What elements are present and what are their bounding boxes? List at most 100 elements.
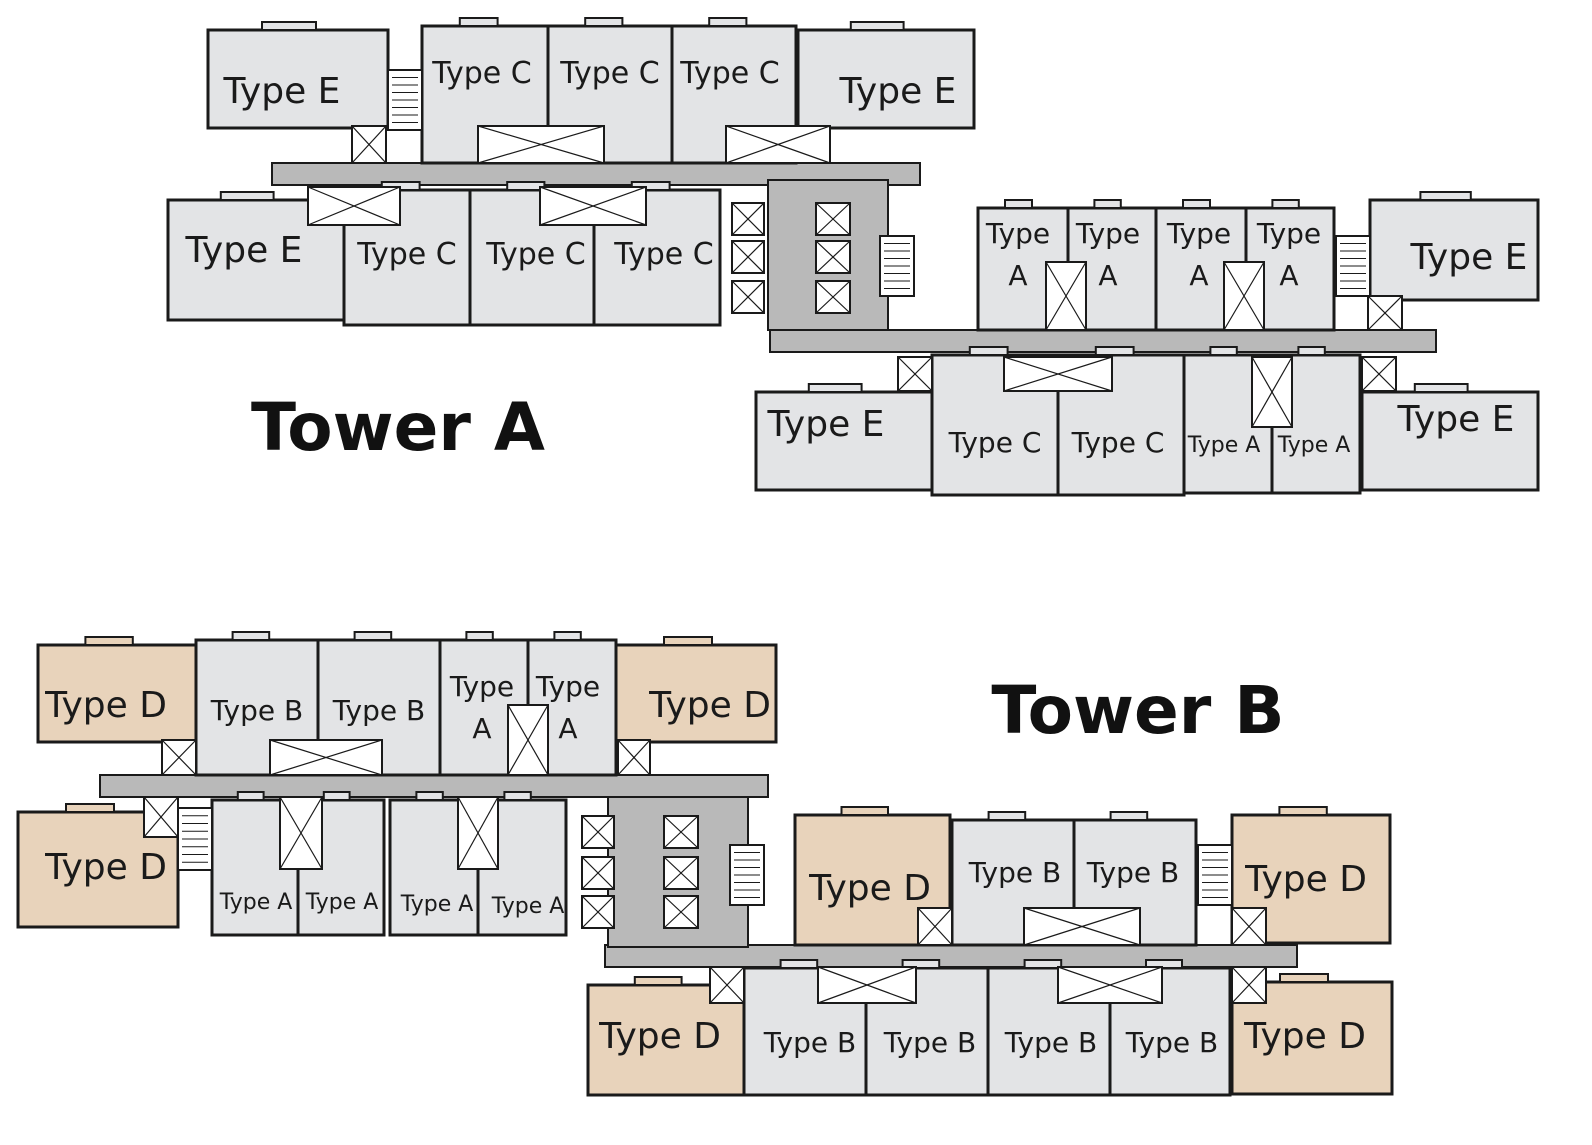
stair-icon [729, 844, 765, 906]
tower-a-unit-3-balcony [584, 17, 624, 27]
tower-b-unit-9-balcony [322, 791, 351, 801]
tower-a-unit-6-label: Type E [185, 230, 303, 271]
tower-a-unit-1-balcony [261, 21, 317, 31]
tower-b-unit-16-label: Type D [598, 1016, 721, 1057]
tower-b-unit-16-balcony [633, 976, 683, 986]
tower-b-unit-2-balcony [231, 631, 271, 641]
tower-a-unit-5-label: Type E [839, 71, 957, 112]
lift-shaft [1231, 966, 1267, 1004]
tower-b-unit-1 [36, 643, 198, 744]
lift-shaft [143, 796, 179, 838]
tower-a-unit-2-balcony [458, 17, 499, 27]
tower-a-unit-18-balcony [1209, 346, 1238, 356]
tower-a-unit-17-label: Type C [1071, 426, 1165, 459]
lift-shaft [269, 739, 383, 776]
lift-shaft [917, 907, 953, 946]
lift-shaft [817, 966, 917, 1004]
tower-a-unit-5-balcony [849, 21, 905, 31]
tower-a-unit-8-label: Type C [485, 237, 585, 272]
tower-b-unit-4-balcony [465, 631, 494, 641]
lift-shaft [663, 895, 699, 929]
tower-a-unit-4-balcony [708, 17, 748, 27]
tower-b-unit-2-label: Type B [210, 694, 303, 727]
lift-shaft [581, 895, 615, 929]
stair-icon [1197, 844, 1233, 906]
tower-b-unit-20-label: Type B [1125, 1026, 1218, 1059]
tower-b-unit-9-label: Type A [305, 890, 379, 915]
tower-a-unit-15-label: Type E [767, 404, 885, 445]
tower-a-unit-19-label: Type A [1277, 433, 1351, 458]
lift-shaft [477, 125, 605, 164]
tower-b-unit-6-balcony [663, 636, 713, 646]
tower-a-unit-13-balcony [1271, 199, 1300, 209]
tower-b-unit-4-label: Type [449, 670, 514, 703]
lift-shaft [1057, 966, 1163, 1004]
lift-shaft [663, 856, 699, 890]
lift-shaft [815, 240, 851, 274]
tower-a-unit-7-label: Type C [356, 237, 456, 272]
tower-b-unit-3-label: Type B [332, 694, 425, 727]
tower-b-unit-3-balcony [353, 631, 393, 641]
lift-shaft [1023, 907, 1141, 946]
lift-shaft [1361, 356, 1397, 392]
tower-a-unit-12-label: Type [1166, 217, 1231, 250]
lift-shaft [307, 186, 401, 226]
tower-b-unit-8-label: Type A [219, 890, 293, 915]
tower-b-unit-10-balcony [415, 791, 444, 801]
tower-a-unit-13-label: Type [1256, 217, 1321, 250]
tower-a-title: Tower A [251, 389, 545, 466]
tower-b-unit-15-label: Type D [1244, 859, 1367, 900]
tower-b-unit-5-balcony [553, 631, 582, 641]
lift-shaft [1003, 356, 1113, 392]
tower-b-unit-21-balcony [1279, 973, 1329, 983]
lift-shaft [1251, 356, 1293, 428]
tower-b-unit-14-label: Type B [1086, 856, 1179, 889]
tower-b-unit-17-label: Type B [763, 1026, 856, 1059]
lift-shaft [1367, 295, 1403, 331]
tower-b-unit-13-balcony [987, 811, 1027, 821]
lift-shaft [1223, 261, 1265, 331]
tower-b-unit-7-balcony [65, 803, 115, 813]
tower-a-unit-15-balcony [807, 383, 863, 393]
lift-shaft [161, 739, 197, 776]
tower-b-unit-17 [742, 966, 868, 1097]
tower-b-unit-18-balcony [901, 959, 941, 969]
tower-b-unit-13-label: Type B [968, 856, 1061, 889]
tower-a-unit-12-balcony [1182, 199, 1211, 209]
tower-b-unit-17-balcony [779, 959, 819, 969]
tower-b-unit-11-label: Type A [491, 894, 565, 919]
lift-shaft [663, 815, 699, 849]
tower-a-unit-8-balcony [506, 181, 546, 191]
lift-shaft [725, 125, 831, 164]
tower-b-unit-12-balcony [840, 806, 889, 816]
tower-a-unit-12-label: A [1189, 259, 1208, 292]
tower-b-unit-6-label: Type D [648, 685, 771, 726]
lift-shaft [581, 856, 615, 890]
lift-shaft [731, 240, 765, 274]
tower-b-unit-12-label: Type D [808, 868, 931, 909]
tower-b-unit-19-balcony [1023, 959, 1063, 969]
tower-b-unit-11-balcony [503, 791, 532, 801]
tower-b-unit-7-label: Type D [44, 847, 167, 888]
tower-b-unit-5-label: Type [535, 670, 600, 703]
unit-labels: Type E Type C Type C Type C Type E Type E Type… [44, 56, 1527, 1059]
tower-b-unit-14-balcony [1109, 811, 1149, 821]
lift-shaft [731, 202, 765, 236]
tower-a-unit-3-label: Type C [559, 56, 659, 91]
tower-a-unit-13-label: A [1279, 259, 1298, 292]
tower-a-unit-11-balcony [1093, 199, 1122, 209]
tower-a-unit-19-balcony [1297, 346, 1326, 356]
tower-a-unit-20-label: Type E [1397, 399, 1515, 440]
tower-b-unit-21-label: Type D [1243, 1016, 1366, 1057]
service-cores [143, 69, 1403, 1004]
tower-a-unit-9-label: Type C [613, 237, 713, 272]
corridor [604, 944, 1298, 968]
tower-a-unit-16-label: Type C [948, 426, 1042, 459]
lift-shaft [351, 125, 387, 164]
lift-shaft [897, 356, 933, 392]
tower-a-unit-6-balcony [219, 191, 275, 201]
tower-b-unit-5-label: A [558, 712, 577, 745]
tower-b-unit-19-label: Type B [1004, 1026, 1097, 1059]
tower-b-unit-6 [614, 643, 778, 744]
tower-a-unit-17-balcony [1094, 346, 1135, 356]
